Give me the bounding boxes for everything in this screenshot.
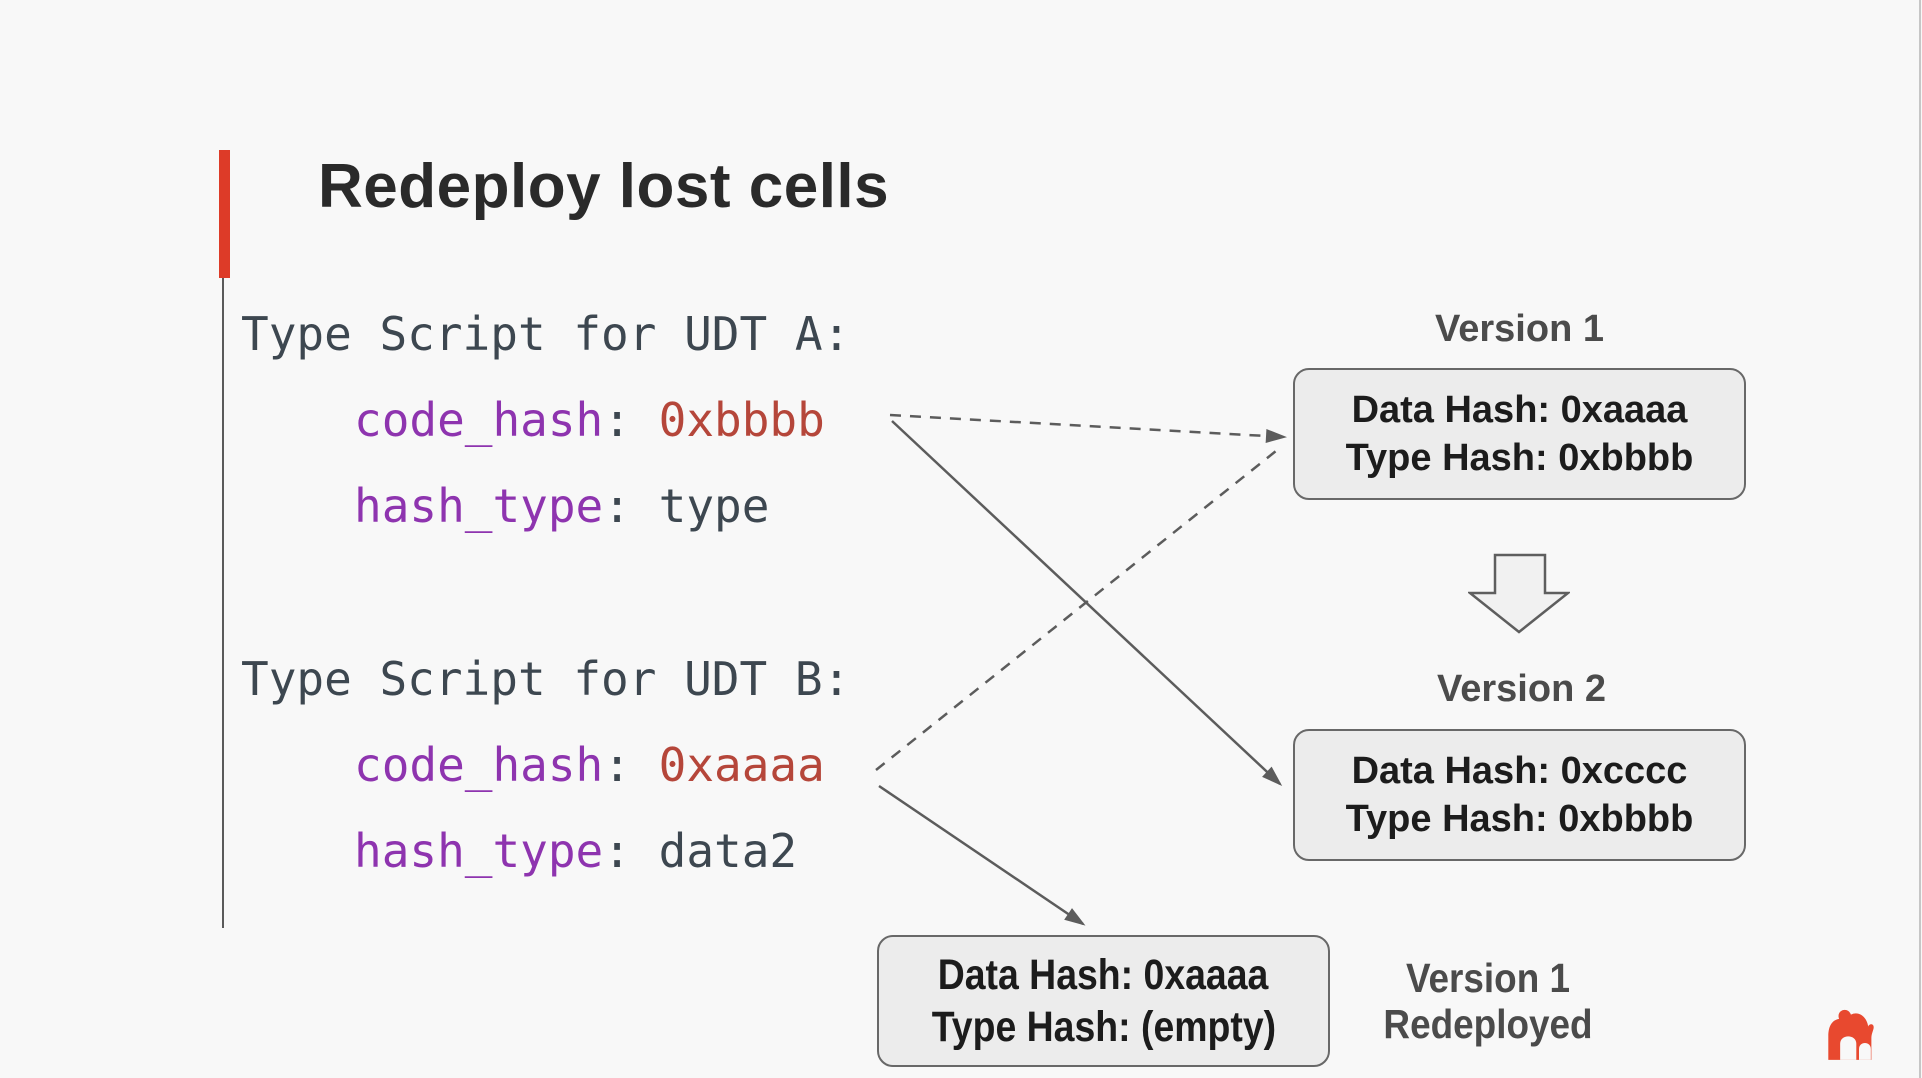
- code-separator: :: [603, 824, 659, 878]
- version-1-redeployed-box: Data Hash: 0xaaaa Type Hash: (empty): [877, 935, 1330, 1067]
- code-value: 0xaaaa: [658, 738, 825, 792]
- code-key: code_hash: [354, 393, 604, 447]
- version-1-redeployed-label: Version 1 Redeployed: [1337, 955, 1639, 1047]
- code-line-codehash-b: code_hash: 0xaaaa: [354, 737, 825, 793]
- version-2-box: Data Hash: 0xcccc Type Hash: 0xbbbb: [1293, 729, 1746, 861]
- code-separator: :: [603, 479, 659, 533]
- code-separator: :: [603, 738, 659, 792]
- code-line-hashtype-b: hash_type: data2: [354, 823, 797, 879]
- screen-right-edge: [1919, 0, 1921, 1078]
- block-arrow-shape: [1468, 553, 1570, 634]
- solid-arrow-a-to-version2: [891, 420, 1283, 787]
- version-1-box: Data Hash: 0xaaaa Type Hash: 0xbbbb: [1293, 368, 1746, 500]
- code-heading-b: Type Script for UDT B:: [241, 652, 851, 706]
- code-value: type: [658, 479, 770, 533]
- code-heading-a: Type Script for UDT A:: [241, 307, 851, 361]
- code-key: hash_type: [354, 824, 604, 878]
- box-line: Type Hash: 0xbbbb: [1345, 798, 1694, 840]
- code-separator: :: [603, 393, 659, 447]
- dashed-arrow-a-to-version1: [889, 413, 1287, 443]
- title-accent-bar: [219, 150, 230, 278]
- dashed-line-b-to-version1: [875, 446, 1282, 771]
- block-arrow-down-icon: [1468, 553, 1570, 634]
- page-title: Redeploy lost cells: [318, 152, 890, 221]
- label-line: Redeployed: [1383, 1001, 1593, 1047]
- box-line: Type Hash: (empty): [931, 1003, 1276, 1051]
- gorilla-cutout-left: [1840, 1036, 1857, 1060]
- box-line: Data Hash: 0xcccc: [1351, 750, 1688, 792]
- code-line-codehash-a: code_hash: 0xbbbb: [354, 392, 825, 448]
- code-key: code_hash: [354, 738, 604, 792]
- box-line: Data Hash: 0xaaaa: [938, 951, 1269, 999]
- gorilla-cutout-right: [1859, 1043, 1871, 1060]
- version-2-label: Version 2: [1437, 668, 1606, 710]
- solid-arrow-b-to-redeployed: [878, 784, 1086, 926]
- left-divider-line: [222, 278, 224, 928]
- box-line: Data Hash: 0xaaaa: [1351, 389, 1688, 431]
- version-1-label: Version 1: [1435, 308, 1604, 350]
- box-line: Type Hash: 0xbbbb: [1345, 437, 1694, 479]
- code-line-hashtype-a: hash_type: type: [354, 478, 769, 534]
- code-value: data2: [658, 824, 798, 878]
- label-line: Version 1: [1405, 955, 1571, 1001]
- code-value: 0xbbbb: [658, 393, 825, 447]
- gorilla-logo-icon: [1828, 1009, 1874, 1060]
- code-key: hash_type: [354, 479, 604, 533]
